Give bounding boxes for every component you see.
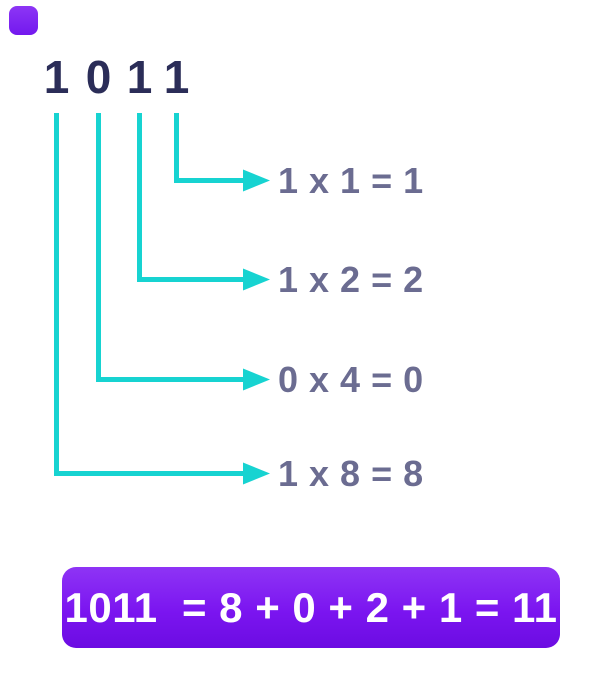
equation-row-eights: 1 x 8 = 8 <box>278 453 424 494</box>
connector-digit4-to-row1 <box>174 113 244 183</box>
binary-digit-3: 1 <box>126 51 153 103</box>
equation-row-fours: 0 x 4 = 0 <box>278 359 424 400</box>
arrowhead-icon <box>243 368 270 391</box>
arrowhead-icon <box>243 268 270 291</box>
binary-digit-2: 0 <box>85 51 112 103</box>
connector-digit2-to-row3 <box>96 113 244 382</box>
connector-digit3-to-row2 <box>137 113 244 282</box>
corner-accent-square <box>9 6 38 35</box>
binary-digit-4: 1 <box>163 51 190 103</box>
arrowhead-icon <box>243 462 270 485</box>
equation-row-ones: 1 x 1 = 1 <box>278 160 424 201</box>
equation-row-twos: 1 x 2 = 2 <box>278 259 424 300</box>
binary-digit-1: 1 <box>43 51 70 103</box>
arrowhead-icon <box>243 169 270 192</box>
summary-result-box: 1011 = 8 + 0 + 2 + 1 = 11 <box>62 567 560 648</box>
connector-digit1-to-row4 <box>54 113 244 476</box>
summary-equation-text: 1011 = 8 + 0 + 2 + 1 = 11 <box>64 583 558 631</box>
